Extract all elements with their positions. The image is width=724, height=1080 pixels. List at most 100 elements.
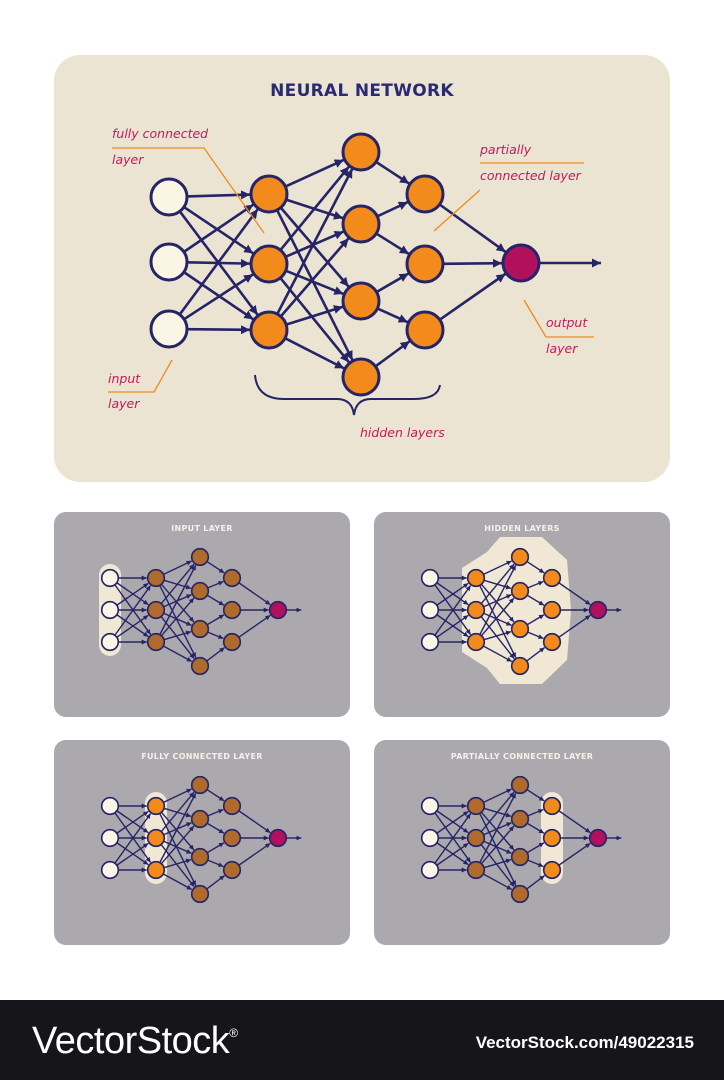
watermark-logo: VectorStock® (32, 1020, 238, 1063)
connection-arrow (162, 873, 193, 891)
panel-title: INPUT LAYER (171, 524, 233, 533)
panel-title: PARTIALLY CONNECTED LAYER (450, 752, 594, 761)
hidden-node (510, 809, 530, 829)
connection-arrow (374, 340, 411, 368)
hidden-node (190, 581, 210, 601)
output-node (268, 828, 288, 848)
input-node (100, 568, 120, 588)
hidden-node (341, 357, 381, 397)
connection-arrow (116, 842, 149, 866)
connection-arrow (163, 612, 192, 626)
connection-arrow (436, 810, 469, 834)
hidden-node (222, 632, 242, 652)
label-partially-1: partially (480, 142, 532, 157)
connection-arrow (436, 582, 469, 606)
connection-arrow (159, 564, 197, 635)
mini-network-diagram (99, 547, 302, 676)
connection-arrow (116, 582, 149, 606)
connection-arrow (480, 597, 515, 637)
input-node (420, 828, 440, 848)
connection-arrow (376, 200, 409, 218)
connection-arrow (434, 813, 472, 864)
hidden-node (146, 632, 166, 652)
connection-arrow (206, 788, 225, 802)
hidden-node (466, 796, 486, 816)
input-node (420, 796, 440, 816)
leader-line-fully-connected (112, 147, 265, 234)
hidden-node (222, 600, 242, 620)
connection-arrow (527, 580, 544, 589)
main-network-diagram (108, 132, 601, 416)
connection-arrow (375, 272, 410, 294)
input-node (149, 177, 189, 217)
connection-arrow (483, 858, 512, 869)
leader-line-partially-2 (433, 189, 481, 232)
connection-arrow (279, 237, 350, 318)
main-diagram-card: NEURAL NETWORK fully connected layer par… (54, 55, 670, 482)
connection-arrow (183, 203, 255, 253)
panel-partially-connected-layer: PARTIALLY CONNECTED LAYER (374, 740, 670, 945)
connection-arrow (480, 791, 515, 833)
connection-arrow (206, 594, 225, 606)
hidden-node (466, 568, 486, 588)
input-node (420, 860, 440, 880)
connection-arrow (436, 614, 469, 638)
label-output-1: output (546, 315, 588, 330)
connection-arrow (480, 844, 515, 888)
connection-arrow (206, 822, 225, 834)
connection-arrow (206, 647, 225, 662)
hidden-node (146, 860, 166, 880)
connection-arrow (159, 792, 197, 863)
connection-arrow (207, 859, 224, 868)
connection-arrow (238, 810, 271, 834)
hidden-node (146, 600, 166, 620)
connection-arrow (436, 842, 469, 866)
hidden-node (146, 828, 166, 848)
connection-arrow (558, 810, 591, 834)
hidden-node (190, 656, 210, 676)
hidden-node (222, 796, 242, 816)
connection-arrow (480, 563, 515, 605)
connection-arrow (186, 325, 251, 335)
connection-arrow (527, 859, 544, 868)
hidden-node (249, 244, 289, 284)
connection-arrow (480, 825, 515, 865)
hidden-node (510, 547, 530, 567)
connection-arrow (279, 206, 350, 288)
input-node (100, 828, 120, 848)
connection-arrow (163, 840, 192, 854)
hidden-node (466, 632, 486, 652)
label-partially-2: connected layer (480, 168, 581, 183)
connection-arrow (207, 631, 224, 640)
hidden-node (190, 809, 210, 829)
connection-arrow (434, 585, 472, 636)
hidden-node (510, 656, 530, 676)
connection-arrow (526, 875, 545, 890)
hidden-node (341, 281, 381, 321)
connection-arrow (479, 792, 517, 863)
label-input-2: layer (108, 396, 140, 411)
connection-arrow (116, 614, 149, 638)
connection-arrow (483, 840, 512, 854)
hidden-node (405, 244, 445, 284)
mini-network-diagram (420, 775, 622, 904)
hidden-node (341, 132, 381, 172)
connection-arrow (480, 583, 515, 623)
hidden-node (542, 568, 562, 588)
hidden-node (190, 775, 210, 795)
connection-arrow (526, 594, 545, 606)
label-hidden-layers: hidden layers (360, 425, 445, 440)
connection-arrow (482, 873, 513, 891)
connection-arrow (483, 630, 512, 641)
output-node (501, 243, 541, 283)
connection-arrow (558, 842, 591, 866)
hidden-node (146, 796, 166, 816)
watermark-id: VectorStock.com/49022315 (475, 1033, 694, 1052)
connection-arrow (238, 582, 271, 606)
connection-arrow (114, 813, 152, 864)
hidden-node (190, 619, 210, 639)
hidden-node (222, 860, 242, 880)
input-node (420, 568, 440, 588)
connection-arrow (207, 580, 224, 589)
connection-arrow (285, 305, 344, 326)
